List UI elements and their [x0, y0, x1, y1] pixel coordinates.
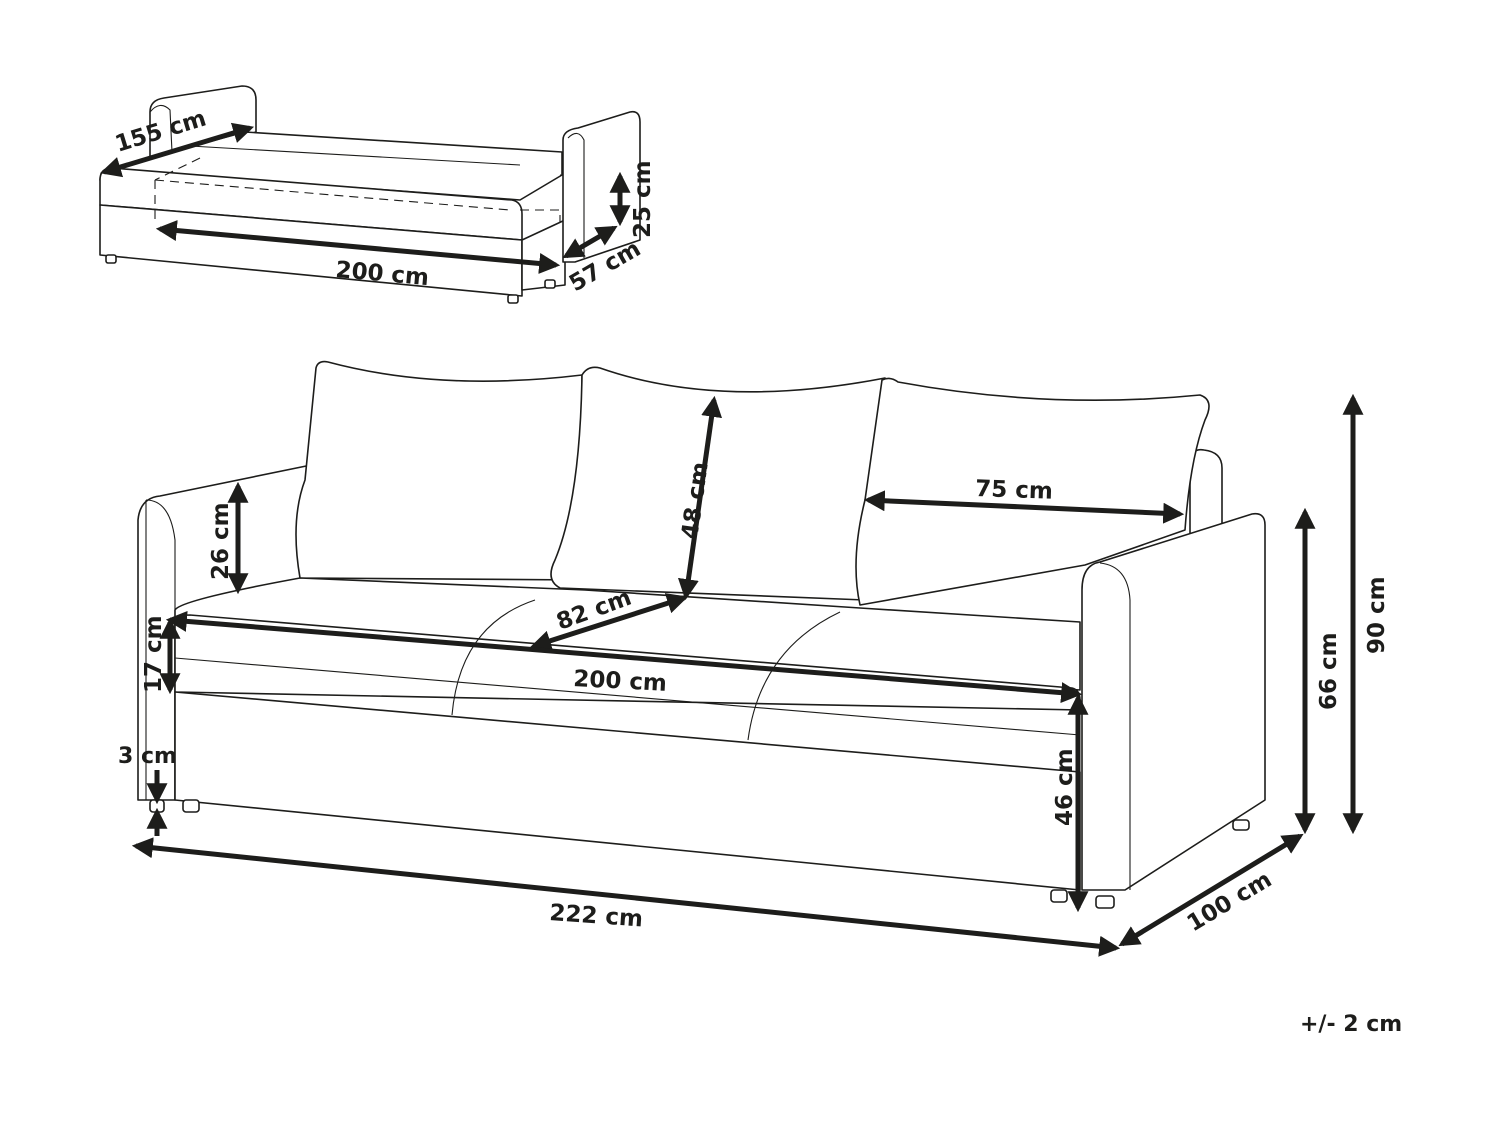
label-90cm: 90 cm [1364, 576, 1390, 654]
leg [149, 799, 165, 813]
label-46cm: 46 cm [1052, 748, 1078, 826]
leg [1232, 819, 1250, 831]
sofa-base [174, 691, 1081, 891]
sofa-illustration [137, 360, 1266, 909]
label-3cm: 3 cm [118, 744, 177, 769]
label-66cm: 66 cm [1316, 632, 1342, 710]
dim-arrow-222 [131, 837, 1121, 957]
label-75cm: 75 cm [975, 476, 1053, 505]
label-26cm: 26 cm [208, 502, 234, 580]
dim-arrow-200-seat [165, 610, 1083, 704]
label-17cm: 17 cm [141, 615, 167, 693]
right-armrest [1081, 512, 1266, 891]
dim-arrow-75 [863, 490, 1185, 524]
back-cushion-left [295, 360, 586, 581]
dim-arrow-200-bed [155, 220, 561, 274]
label-25cm: 25 cm [630, 160, 656, 238]
dim-arrow-57 [562, 225, 618, 259]
leg [1095, 895, 1115, 909]
leg [182, 799, 200, 813]
tolerance-note: +/- 2 cm [1300, 1012, 1403, 1037]
leg [1050, 889, 1068, 903]
dim-arrow-48 [677, 395, 723, 601]
label-222cm: 222 cm [549, 900, 644, 932]
dim-arrow-155 [99, 122, 255, 178]
dim-arrow-100 [1118, 833, 1304, 947]
label-200cm-seat: 200 cm [573, 666, 668, 697]
back-cushion-middle [550, 366, 886, 601]
